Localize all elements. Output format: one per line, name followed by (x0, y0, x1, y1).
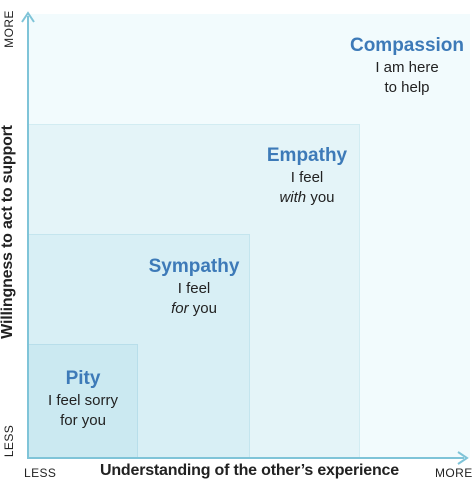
sympathy-line-2-rest: you (188, 300, 217, 317)
pity-line-2: for you (60, 412, 106, 429)
x-axis-high-label: MORE (435, 466, 473, 480)
y-axis-low-label: LESS (2, 424, 16, 458)
sympathy-emphasis: for (171, 300, 189, 317)
empathy-line-1: I feel (290, 169, 324, 186)
y-axis-high-label: MORE (2, 10, 16, 48)
sympathy-title: Sympathy (148, 256, 240, 277)
pity-label: Pity I feel sorry for you (28, 367, 138, 431)
y-axis-title: Willingness to act to support (0, 125, 16, 339)
sympathy-line-2: for you (138, 299, 250, 319)
pity-title: Pity (65, 368, 101, 389)
compassion-line-2: to help (384, 79, 430, 96)
sympathy-label: Sympathy I feel for you (138, 255, 250, 319)
y-axis-arrowhead (21, 11, 35, 23)
compassion-label: Compassion I am here to help (336, 34, 474, 98)
empathy-emphasis: with (279, 189, 307, 206)
compassion-line-1: I am here (375, 59, 439, 76)
x-axis-arrowhead (457, 451, 469, 465)
compassion-title: Compassion (349, 35, 465, 56)
empathy-line-2-rest: you (306, 189, 335, 206)
empathy-title: Empathy (266, 145, 348, 166)
empathy-label: Empathy I feel with you (254, 144, 360, 208)
x-axis-title: Understanding of the other’s experience (100, 462, 399, 479)
pity-line-1: I feel sorry (47, 392, 119, 409)
pity-region (28, 344, 138, 458)
sympathy-line-1: I feel (177, 280, 211, 297)
x-axis-low-label: LESS (24, 466, 57, 480)
empathy-line-2: with you (254, 188, 360, 208)
